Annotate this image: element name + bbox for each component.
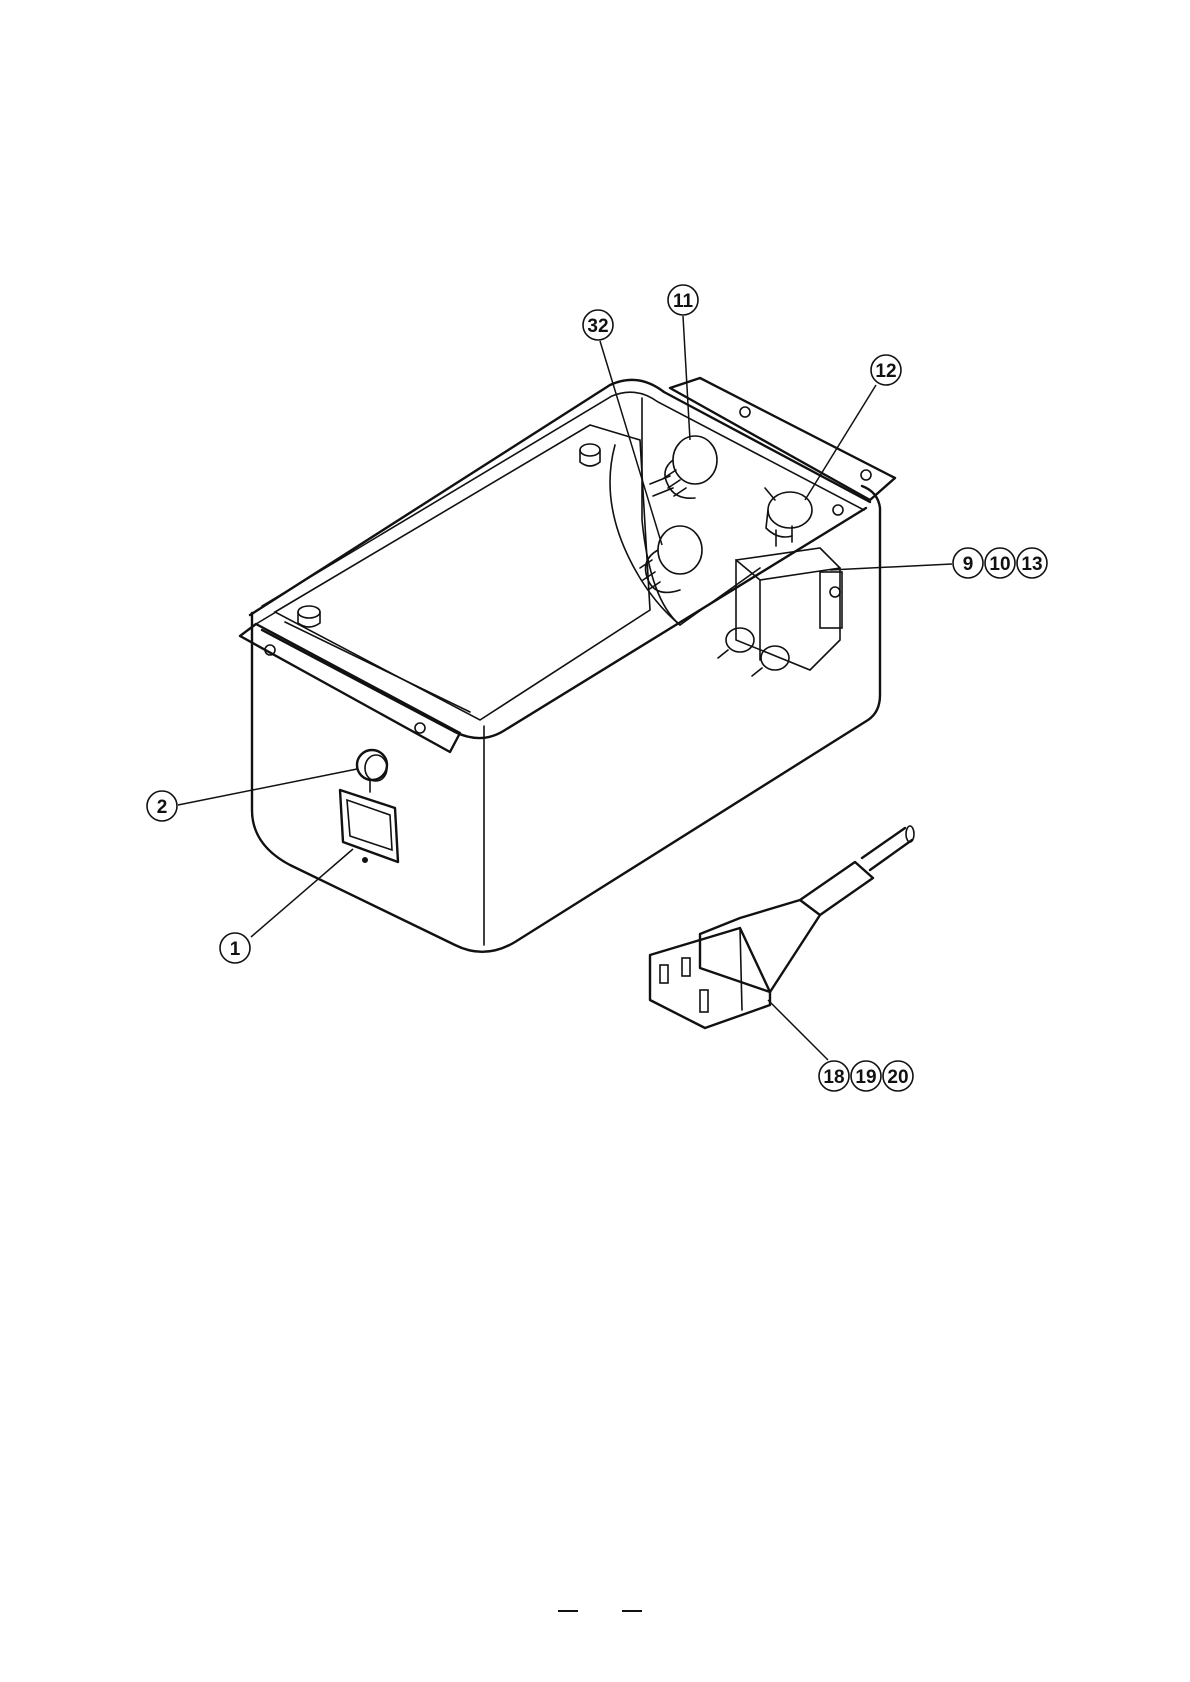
callout-9-10-13: 9 10 13 [953,548,1047,578]
cord-strain-relief [800,862,873,915]
callout-13-number: 13 [1021,554,1042,575]
page-mark-dash-right [622,1610,642,1612]
power-cord-illustration [650,826,914,1028]
callout-32: 32 [583,310,613,340]
relay-block [718,548,842,676]
box-rim-back [250,380,870,615]
callout-32-number: 32 [587,316,608,337]
callout-11-number: 11 [673,291,694,312]
page-mark-dash-left [558,1610,578,1612]
leader-18-19-20 [768,1000,828,1060]
leader-1 [251,849,353,937]
cord-cable [862,828,912,870]
callout-2: 2 [147,791,177,821]
connector-12 [765,488,812,546]
plug-ridge [740,928,742,1010]
plug-pin-left [660,965,668,983]
plate-screw-back [580,444,600,466]
callout-11: 11 [668,285,698,315]
flange-edge [256,612,276,624]
callout-12: 12 [871,355,901,385]
callout-1-number: 1 [230,939,241,960]
flange-hole-corner [861,470,871,480]
callout-2-number: 2 [157,797,168,818]
callout-18-19-20: 18 19 20 [819,1061,913,1091]
flange-hole-top [740,407,750,417]
indicator-lamp [357,750,387,781]
inner-plate-edge [285,622,470,712]
plug-pin-bottom [700,990,708,1012]
control-box-illustration [240,378,895,952]
leader-11 [683,316,690,440]
leader-9-10-13 [830,564,952,570]
callout-1: 1 [220,933,250,963]
leader-32 [600,341,662,545]
callout-10-number: 10 [989,554,1010,575]
connector-32 [640,526,702,592]
flange-hole-right [415,723,425,733]
flange-hole-side [833,505,843,515]
callout-19-number: 19 [855,1067,876,1088]
callout-12-number: 12 [875,361,896,382]
callout-18-number: 18 [823,1067,844,1088]
callout-9-number: 9 [963,554,974,575]
rocker-switch [340,781,398,863]
cord-end [906,826,914,842]
left-mounting-flange [240,624,460,752]
plug-pin-top [682,958,690,976]
connector-11 [650,436,717,498]
cord-plug-boot [700,900,820,992]
leader-2 [178,769,357,805]
callout-20-number: 20 [887,1067,908,1088]
leader-lines [178,316,952,1060]
plate-screw-front [298,606,320,627]
